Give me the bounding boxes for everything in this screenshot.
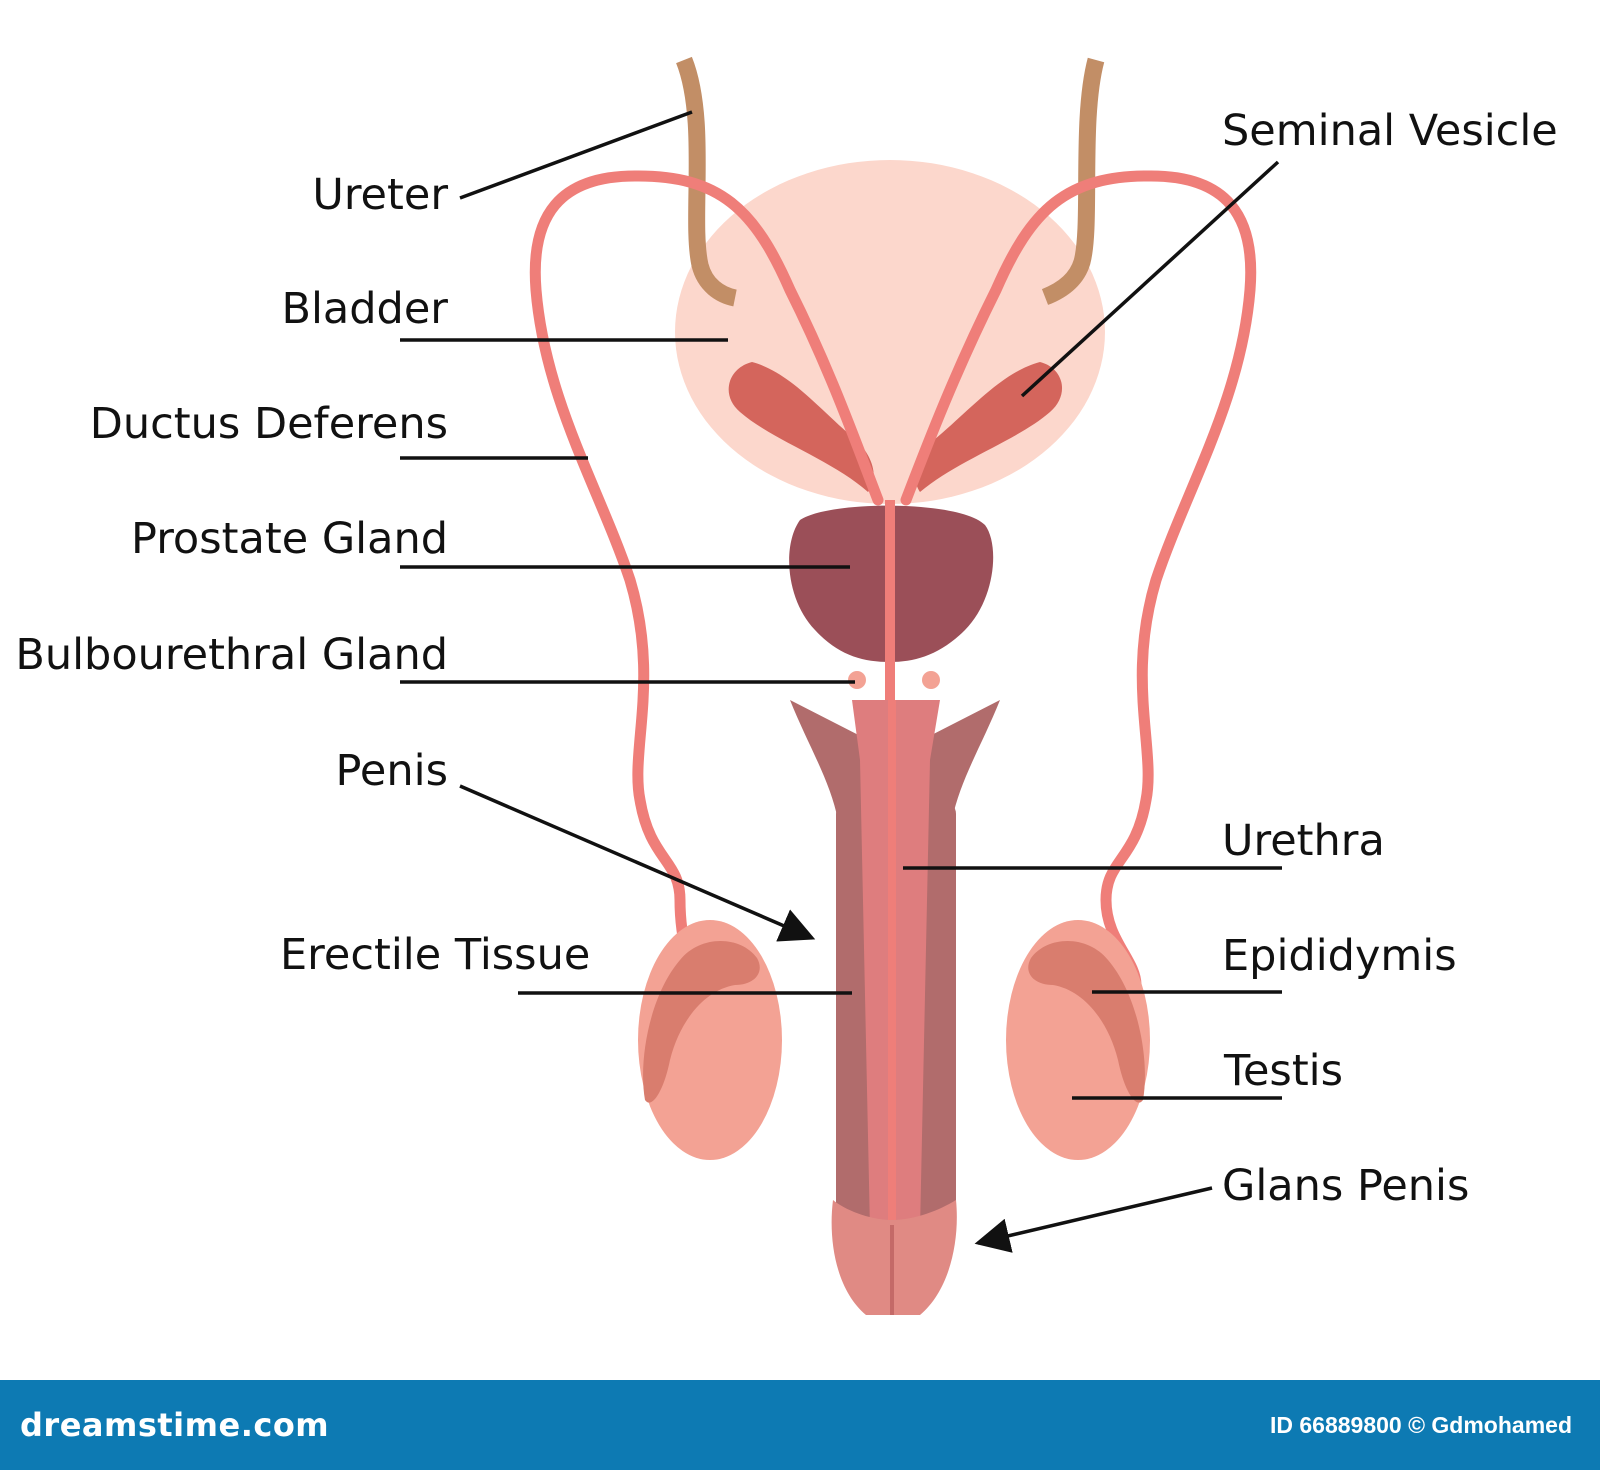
- footer-credit: ID 66889800 © Gdmohamed: [1269, 1412, 1572, 1438]
- bulbourethral-gland-left-shape: [848, 671, 866, 689]
- urethra-shaft-shape: [888, 700, 896, 1260]
- label-prostate-gland: Prostate Gland: [131, 514, 448, 564]
- label-urethra: Urethra: [1222, 816, 1385, 866]
- label-erectile-tissue: Erectile Tissue: [280, 930, 591, 980]
- urethra-upper-shape: [885, 500, 895, 710]
- label-penis: Penis: [335, 746, 448, 796]
- leader-seminal-vesicle: [1020, 160, 1280, 398]
- label-testis: Testis: [1224, 1046, 1344, 1096]
- seminal-vesicle-left-shape: [728, 362, 874, 492]
- label-bladder: Bladder: [281, 284, 448, 334]
- leader-glans-penis: [974, 1186, 1213, 1253]
- label-seminal-vesicle: Seminal Vesicle: [1222, 106, 1558, 156]
- reproductive-diagram: [400, 56, 1282, 1315]
- label-bulbourethral-gland: Bulbourethral Gland: [15, 630, 448, 680]
- label-glans-penis: Glans Penis: [1222, 1161, 1470, 1211]
- footer-bar: dreamstime.com ID 66889800 © Gdmohamed: [0, 1380, 1600, 1470]
- leader-ureter: [459, 110, 693, 200]
- ductus-deferens-left-shape: [529, 170, 884, 991]
- ureter-left-shape: [676, 56, 738, 307]
- ductus-deferens-right-shape: [900, 170, 1257, 991]
- label-ductus-deferens: Ductus Deferens: [89, 399, 448, 449]
- bulbourethral-gland-right-shape: [922, 671, 940, 689]
- epididymis-right-shape: [1028, 940, 1145, 1103]
- epididymis-left-shape: [643, 940, 760, 1103]
- glans-penis-shape: [831, 1200, 957, 1315]
- footer-brand[interactable]: dreamstime.com: [20, 1406, 330, 1444]
- ureter-right-shape: [1041, 57, 1105, 305]
- label-epididymis: Epididymis: [1222, 931, 1457, 981]
- leader-penis: [459, 784, 816, 942]
- label-ureter: Ureter: [312, 170, 448, 220]
